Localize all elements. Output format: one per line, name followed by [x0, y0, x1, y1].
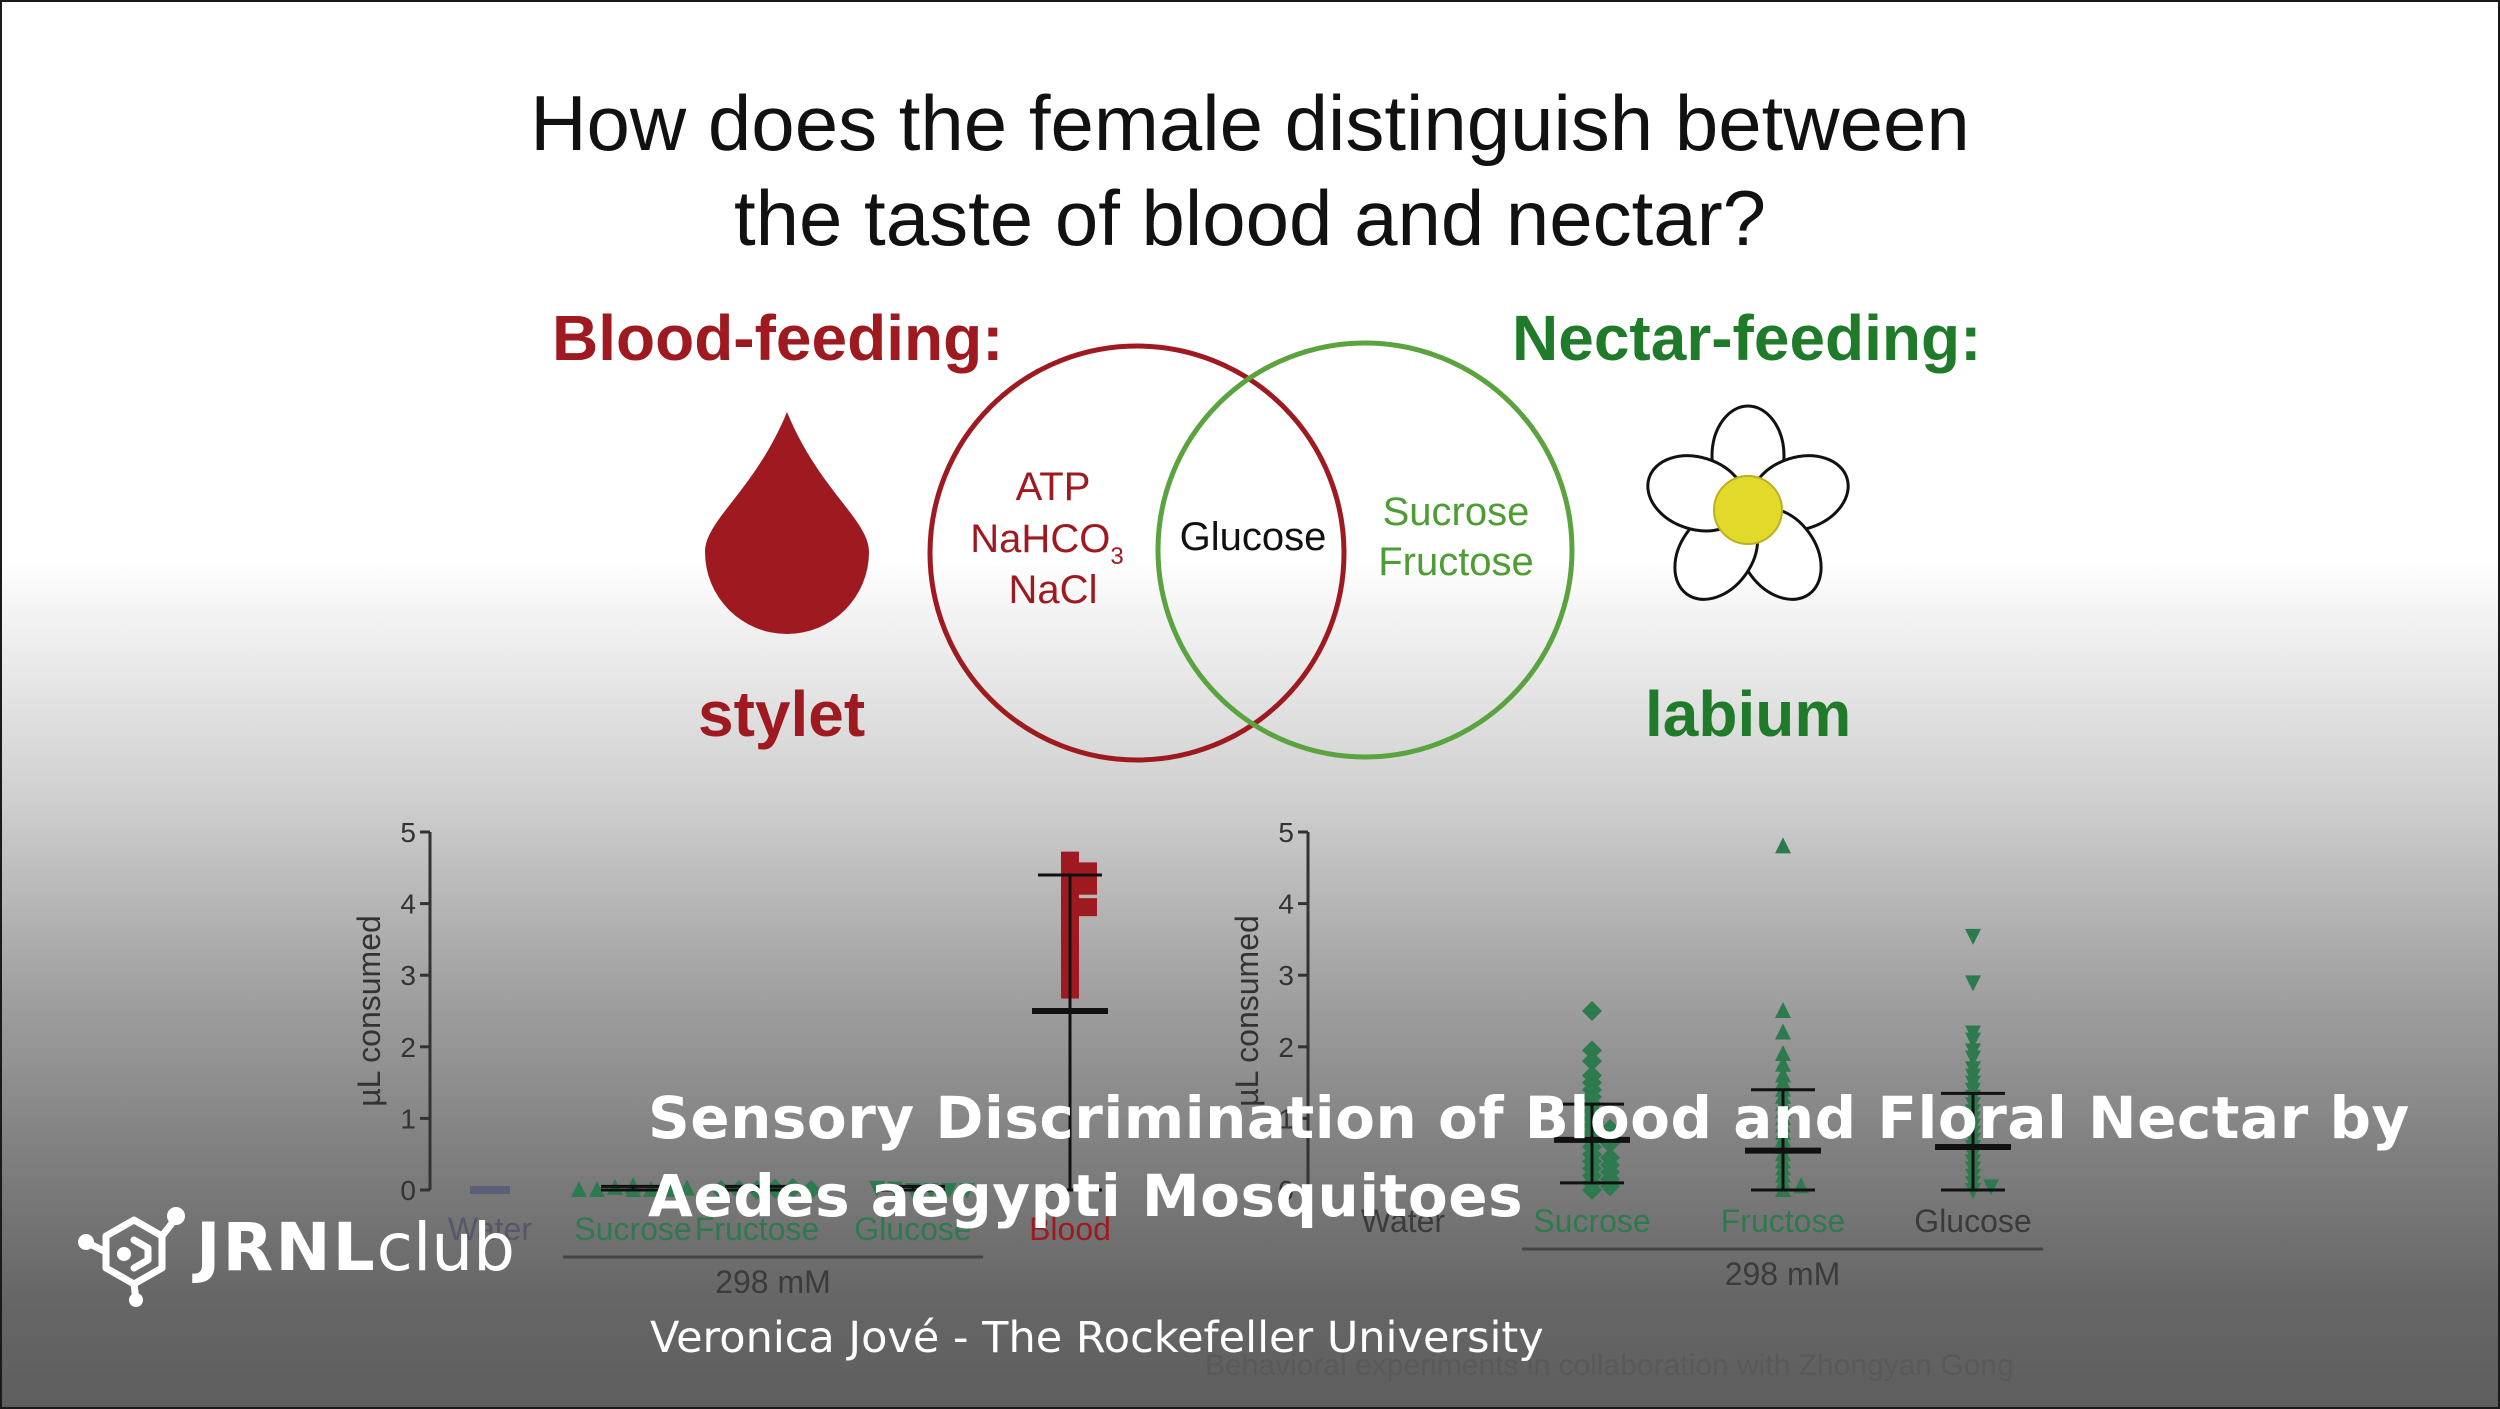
venn-left-item: NaHCO — [970, 517, 1110, 561]
venn-nectar-circle — [1155, 340, 1575, 760]
video-title-line-2: Aedes aegypti Mosquitoes — [648, 1162, 1524, 1230]
molecule-icon — [78, 1207, 185, 1307]
logo-text-light: club — [376, 1209, 516, 1286]
video-title-line-1: Sensory Discrimination of Blood and Flor… — [648, 1084, 2410, 1152]
data-point — [1775, 837, 1791, 854]
data-point — [1079, 898, 1097, 917]
y-tick-label: 3 — [400, 960, 416, 991]
x-tick-label: Water — [448, 1211, 533, 1247]
group-label: 298 mM — [1725, 1256, 1841, 1292]
jrnlclub-logo[interactable]: JRNLclub — [78, 1190, 538, 1310]
labium-label: labium — [1645, 678, 1852, 750]
x-tick-label: Glucose — [854, 1211, 971, 1247]
y-axis-label: µL consumed — [351, 915, 387, 1107]
video-author: Veronica Jové - The Rockefeller Universi… — [650, 1313, 1544, 1363]
y-tick-label: 2 — [1278, 1032, 1294, 1063]
y-tick-label: 0 — [1278, 1175, 1294, 1206]
x-tick-label: Glucose — [1914, 1203, 2031, 1239]
y-axis-label: µL consumed — [1229, 915, 1265, 1107]
blood-feeding-heading: Blood-feeding: — [552, 302, 1004, 374]
venn-left-item: ATP — [1016, 465, 1091, 509]
y-tick-label: 4 — [400, 889, 416, 920]
venn-right-item: Sucrose — [1383, 490, 1530, 534]
y-tick-label: 4 — [1278, 889, 1294, 920]
data-point — [1775, 1023, 1791, 1040]
data-point — [1775, 1044, 1791, 1061]
x-tick-label: Blood — [1029, 1211, 1111, 1247]
logo-text: JRNLclub — [196, 1208, 515, 1288]
data-point — [589, 1181, 605, 1197]
data-point — [869, 1180, 885, 1197]
data-point — [494, 1186, 510, 1194]
data-point — [1965, 1032, 1981, 1049]
data-point — [1965, 975, 1981, 992]
venn-subscript: 3 — [1110, 543, 1123, 570]
y-tick-label: 5 — [1278, 817, 1294, 848]
stylet-label: stylet — [698, 678, 866, 750]
venn-right-item: Fructose — [1378, 540, 1534, 584]
flower-icon — [1646, 404, 1850, 601]
data-point — [1582, 1051, 1602, 1072]
svg-text:NaHCO3: NaHCO3 — [970, 517, 1123, 570]
x-tick-label: Sucrose — [1533, 1203, 1650, 1239]
data-point — [1582, 1180, 1602, 1200]
y-tick-label: 2 — [400, 1032, 416, 1063]
slide-question-line-1: How does the female distinguish between — [530, 79, 1970, 167]
y-tick-label: 1 — [400, 1103, 416, 1134]
x-tick-label: Water — [1361, 1203, 1446, 1239]
data-point — [1965, 1050, 1981, 1067]
data-point — [679, 1179, 695, 1196]
data-point — [1079, 876, 1097, 895]
data-point — [661, 1181, 677, 1197]
group-label: 298 mM — [715, 1264, 831, 1300]
data-point — [571, 1181, 587, 1197]
y-tick-label: 3 — [1278, 960, 1294, 991]
venn-blood-circle — [927, 343, 1347, 763]
data-point — [1965, 928, 1981, 945]
slide-question-line-2: the taste of blood and nectar? — [733, 174, 1767, 262]
data-point — [1775, 1002, 1791, 1018]
x-tick-label: Sucrose — [574, 1211, 691, 1247]
data-point — [959, 1183, 975, 1199]
data-point — [1600, 1119, 1620, 1140]
data-point — [1983, 1179, 1999, 1196]
venn-center-item: Glucose — [1180, 515, 1327, 559]
logo-text-strong: JRNL — [196, 1209, 377, 1286]
blood-drop-icon — [705, 412, 869, 634]
credit-note: Behavioral experiments in collaboration … — [1205, 1349, 2014, 1382]
nectar-feeding-heading: Nectar-feeding: — [1512, 302, 1982, 374]
y-tick-label: 5 — [400, 817, 416, 848]
data-point — [1582, 1001, 1602, 1021]
data-point — [783, 1177, 803, 1198]
venn-diagram: ATP NaHCO3 NaCl Glucose Sucrose Fructose — [927, 340, 1575, 763]
x-tick-label: Fructose — [1721, 1203, 1845, 1239]
data-point — [1775, 1055, 1791, 1072]
data-point — [801, 1180, 821, 1200]
y-tick-label: 0 — [400, 1175, 416, 1206]
y-tick-label: 1 — [1278, 1103, 1294, 1134]
data-point — [1582, 1040, 1602, 1061]
venn-left-item: NaCl — [1009, 568, 1098, 612]
x-tick-label: Fructose — [695, 1211, 819, 1247]
